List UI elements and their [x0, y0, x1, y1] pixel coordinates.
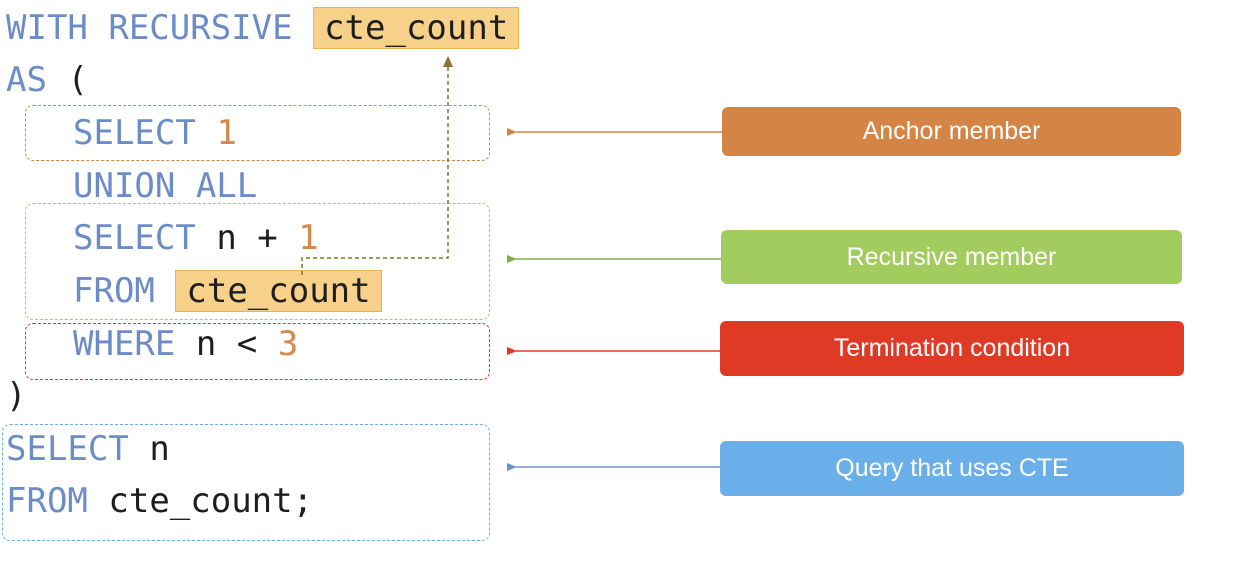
keyword: UNION ALL: [73, 166, 258, 206]
termination-condition-label: Termination condition: [720, 321, 1184, 376]
keyword: SELECT: [73, 113, 196, 153]
code-line-8: ): [6, 376, 26, 416]
keyword: WITH RECURSIVE: [6, 8, 293, 48]
code-line-10: FROM cte_count;: [6, 481, 313, 521]
anchor-member-label: Anchor member: [722, 107, 1181, 156]
termination-condition-box: [25, 323, 490, 380]
close-paren: ): [6, 376, 27, 416]
keyword: AS: [6, 60, 47, 100]
open-paren: (: [67, 60, 88, 100]
expression: n <: [195, 324, 258, 364]
self-reference-arrowhead: [443, 56, 453, 67]
recursive-member-box: [25, 203, 490, 320]
keyword: SELECT: [6, 429, 129, 469]
code-line-6: FROM cte_count: [73, 270, 382, 312]
code-line-1: WITH RECURSIVE cte_count: [6, 7, 520, 49]
number: 3: [277, 324, 299, 364]
query-box: [2, 424, 490, 541]
query-label: Query that uses CTE: [720, 441, 1184, 496]
anchor-member-box: [25, 105, 490, 161]
keyword: SELECT: [73, 218, 196, 258]
cte-name-highlight: cte_count: [313, 7, 520, 49]
code-line-3: SELECT 1: [73, 113, 237, 153]
code-line-2: AS (: [6, 60, 88, 100]
expression: n: [149, 429, 170, 469]
code-line-7: WHERE n < 3: [73, 324, 298, 364]
cte-reference-highlight: cte_count: [175, 270, 382, 312]
expression: n +: [216, 218, 278, 258]
recursive-member-label: Recursive member: [721, 230, 1182, 284]
self-reference-arrow: [301, 66, 449, 275]
code-line-5: SELECT n + 1: [73, 218, 319, 258]
code-line-4: UNION ALL: [73, 166, 257, 206]
number: 1: [216, 113, 237, 153]
code-line-9: SELECT n: [6, 429, 170, 469]
keyword: FROM: [73, 271, 155, 311]
keyword: WHERE: [73, 324, 176, 364]
expression: cte_count;: [108, 481, 314, 521]
number: 1: [298, 218, 319, 258]
keyword: FROM: [6, 481, 88, 521]
